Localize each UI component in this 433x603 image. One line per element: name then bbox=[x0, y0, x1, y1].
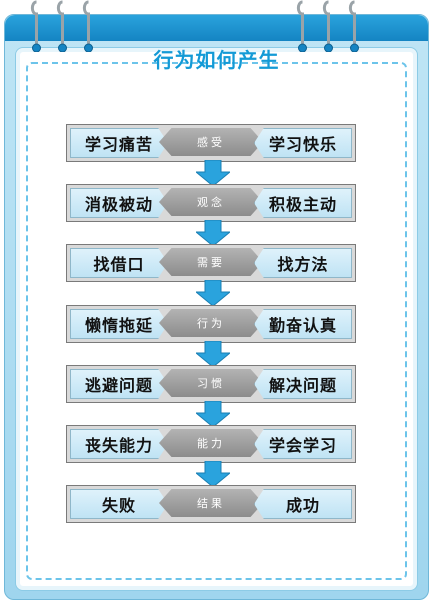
binder-ring-icon bbox=[56, 0, 69, 52]
negative-box: 失败 bbox=[70, 489, 168, 519]
binder-ring-icon bbox=[322, 0, 335, 52]
down-arrow-icon bbox=[196, 280, 230, 306]
flow-row: 失败 结果 成功 bbox=[66, 485, 356, 523]
flow-row: 学习痛苦 感受 学习快乐 bbox=[66, 124, 356, 162]
down-arrow-icon bbox=[196, 341, 230, 367]
negative-box: 懒惰拖延 bbox=[70, 309, 168, 339]
stage-label: 结果 bbox=[159, 489, 263, 517]
down-arrow-icon bbox=[196, 220, 230, 246]
positive-box: 积极主动 bbox=[254, 188, 352, 218]
stage-label: 习惯 bbox=[159, 369, 263, 397]
negative-box: 找借口 bbox=[70, 248, 168, 278]
down-arrow-icon bbox=[196, 401, 230, 427]
stage-label: 行为 bbox=[159, 309, 263, 337]
down-arrow-icon bbox=[196, 461, 230, 487]
positive-box: 勤奋认真 bbox=[254, 309, 352, 339]
dashed-border bbox=[26, 62, 407, 580]
positive-box: 解决问题 bbox=[254, 369, 352, 399]
flow-row: 消极被动 观念 积极主动 bbox=[66, 184, 356, 222]
down-arrow-icon bbox=[196, 160, 230, 186]
binder-ring-icon bbox=[30, 0, 43, 52]
negative-box: 逃避问题 bbox=[70, 369, 168, 399]
positive-box: 学习快乐 bbox=[254, 128, 352, 158]
stage-label: 能力 bbox=[159, 429, 263, 457]
flow-row: 找借口 需要 找方法 bbox=[66, 244, 356, 282]
flow-row: 懒惰拖延 行为 勤奋认真 bbox=[66, 305, 356, 343]
binder-ring-icon bbox=[82, 0, 95, 52]
binder-ring-icon bbox=[348, 0, 361, 52]
flow-row: 丧失能力 能力 学会学习 bbox=[66, 425, 356, 463]
binder-rings-right bbox=[296, 0, 386, 54]
notebook-top-band bbox=[5, 15, 428, 41]
binder-ring-icon bbox=[296, 0, 309, 52]
binder-rings-left bbox=[30, 0, 120, 54]
diagram-title: 行为如何产生 bbox=[153, 48, 280, 72]
stage-label: 感受 bbox=[159, 128, 263, 156]
negative-box: 消极被动 bbox=[70, 188, 168, 218]
negative-box: 丧失能力 bbox=[70, 429, 168, 459]
flow-row: 逃避问题 习惯 解决问题 bbox=[66, 365, 356, 403]
negative-box: 学习痛苦 bbox=[70, 128, 168, 158]
positive-box: 找方法 bbox=[254, 248, 352, 278]
positive-box: 成功 bbox=[254, 489, 352, 519]
stage-label: 观念 bbox=[159, 188, 263, 216]
stage-label: 需要 bbox=[159, 248, 263, 276]
positive-box: 学会学习 bbox=[254, 429, 352, 459]
